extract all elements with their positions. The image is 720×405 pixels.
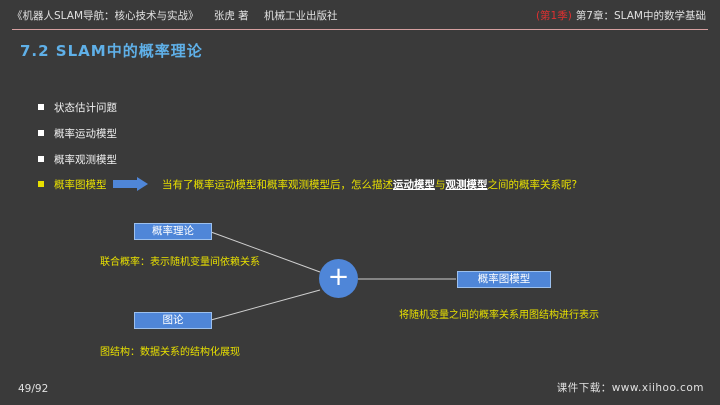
- bullet-item-state-estimation: 状态估计问题: [38, 100, 117, 115]
- caption-graph-structure: 图结构：数据关系的结构化展现: [100, 347, 240, 358]
- slide-title: 7.2 SLAM中的概率理论: [20, 42, 203, 60]
- bullet-item-graphical-model: 概率图模型: [38, 177, 107, 192]
- page-number: 49/92: [18, 383, 49, 395]
- term-motion-model: 运动模型: [393, 179, 435, 191]
- bullet-square-icon: [38, 104, 44, 110]
- caption-graphical-model: 将随机变量之间的概率关系用图结构进行表示: [399, 310, 599, 321]
- bullet-square-icon: [38, 130, 44, 136]
- box-graph-theory: 图论: [134, 312, 212, 329]
- header-divider: [12, 29, 708, 30]
- caption-joint-probability: 联合概率：表示随机变量间依赖关系: [100, 257, 260, 268]
- question-text: 当有了概率运动模型和概率观测模型后，怎么描述运动模型与观测模型之间的概率关系呢?: [162, 179, 578, 191]
- bullet-item-motion-model: 概率运动模型: [38, 126, 117, 141]
- book-title: 《机器人SLAM导航：核心技术与实战》: [12, 10, 199, 22]
- bullet-item-observation-model: 概率观测模型: [38, 152, 117, 167]
- plus-icon: +: [319, 259, 358, 298]
- term-observation-model: 观测模型: [445, 179, 488, 191]
- season-label: (第1季): [535, 10, 572, 22]
- publisher: 机械工业出版社: [264, 10, 338, 22]
- header-chapter-info: (第1季)第7章：SLAM中的数学基础: [536, 8, 706, 23]
- bullet-square-icon: [38, 156, 44, 162]
- header-book-info: 《机器人SLAM导航：核心技术与实战》 张虎 著 机械工业出版社: [12, 8, 350, 23]
- download-link-text: 课件下载：www.xiihoo.com: [556, 382, 704, 394]
- author: 张虎 著: [213, 10, 249, 22]
- box-probability-theory: 概率理论: [134, 223, 212, 240]
- bullet-square-icon: [38, 181, 44, 187]
- chapter-label: 第7章：SLAM中的数学基础: [575, 10, 706, 22]
- arrow-right-icon: [113, 177, 148, 191]
- box-graphical-model: 概率图模型: [457, 271, 551, 288]
